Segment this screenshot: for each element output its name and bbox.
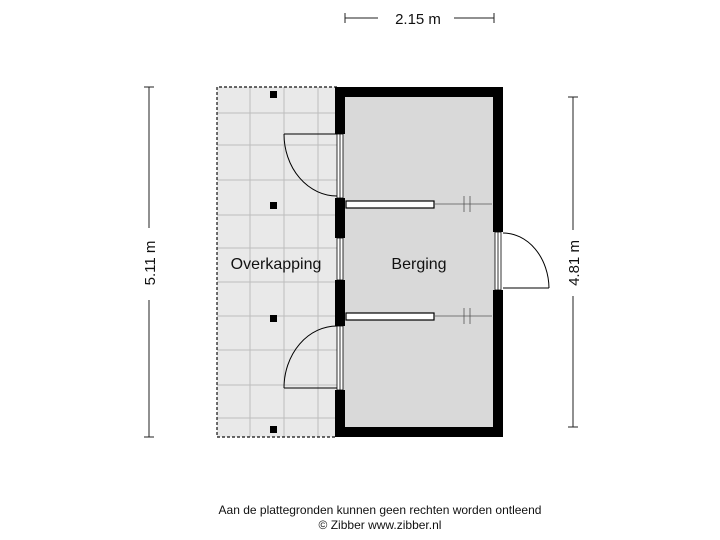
post-marker	[270, 426, 277, 433]
dimension-right	[568, 96, 578, 428]
post-marker	[270, 202, 277, 209]
interior-partition	[345, 312, 435, 321]
footer-copyright: © Zibber www.zibber.nl	[318, 518, 442, 532]
storage-area	[337, 87, 501, 437]
post-marker	[270, 91, 277, 98]
dimension-left-label: 5.11 m	[142, 241, 159, 286]
room-label-berging: Berging	[391, 256, 446, 273]
room-label-overkapping: Overkapping	[231, 256, 322, 273]
dimension-top-label: 2.15 m	[395, 11, 441, 28]
post-marker	[270, 315, 277, 322]
porch-area	[216, 86, 337, 438]
footer-disclaimer: Aan de plattegronden kunnen geen rechten…	[218, 503, 542, 517]
door-swings	[283, 133, 550, 389]
interior-partition	[345, 200, 435, 209]
door-frames	[336, 133, 502, 391]
dimension-left	[144, 86, 154, 438]
dimension-top	[344, 13, 495, 23]
walls	[335, 87, 503, 437]
dimension-right-label: 4.81 m	[566, 240, 583, 286]
